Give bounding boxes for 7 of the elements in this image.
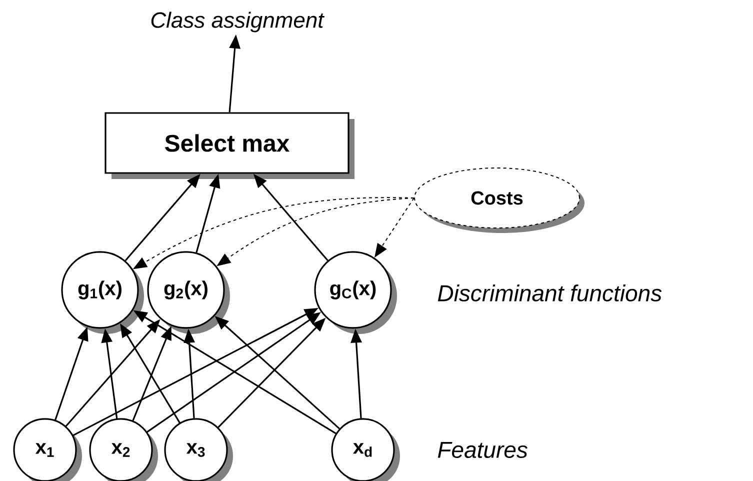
node-label: x$_{1}$ [35, 443, 54, 457]
text-label: Features [438, 442, 528, 458]
text-label: Class assignment [151, 12, 325, 32]
node-label: x$_{2}$ [111, 443, 130, 457]
node-label: x$_{3}$ [186, 443, 205, 457]
text-label: Discriminant functions [438, 284, 662, 302]
process-box: Select max [104, 112, 354, 179]
